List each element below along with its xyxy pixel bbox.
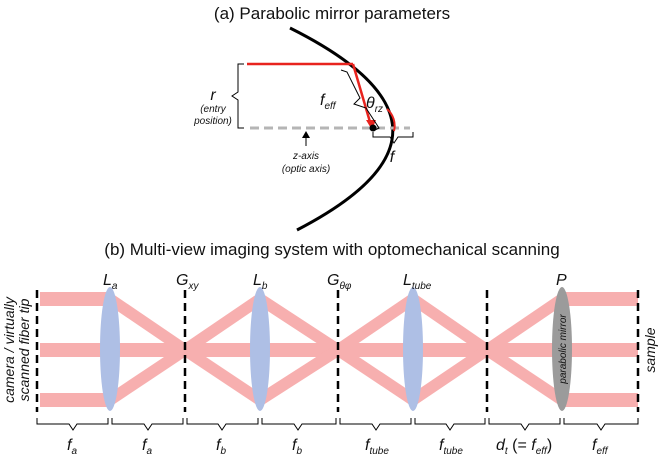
distance-label-dt: dt (= feff) xyxy=(496,437,552,457)
f-brace xyxy=(372,132,414,144)
lens-lb xyxy=(250,287,270,411)
distance-label-fa-1: fa xyxy=(67,437,77,457)
theta-label: θrz xyxy=(366,95,383,115)
feff-label: feff xyxy=(320,92,337,112)
panel-a-title: (a) Parabolic mirror parameters xyxy=(214,4,450,23)
zaxis-pointer-head xyxy=(302,131,310,138)
label-lb: Lb xyxy=(253,272,268,292)
distance-label-fa-2: fa xyxy=(142,437,152,457)
beam-group xyxy=(40,292,638,407)
theta-angle-arc xyxy=(386,108,396,132)
r-note-line2: position) xyxy=(193,116,232,127)
zaxis-label-line1: z-axis xyxy=(292,151,319,162)
distance-label-fb-2: fb xyxy=(292,437,302,457)
reflected-ray-arrowhead xyxy=(366,120,376,130)
r-note-line1: (entry xyxy=(200,104,227,115)
zaxis-label-line2: (optic axis) xyxy=(282,164,330,175)
label-gthetaphi: Gθφ xyxy=(327,272,352,292)
parabolic-mirror-element xyxy=(552,287,572,411)
panel-b: (b) Multi-view imaging system with optom… xyxy=(1,240,658,457)
label-la: La xyxy=(103,272,118,292)
distance-label-ftube-2: ftube xyxy=(439,437,463,457)
reflected-ray xyxy=(351,63,372,123)
lens-la xyxy=(100,287,120,411)
sample-label: sample xyxy=(642,327,658,372)
distance-label-ftube-1: ftube xyxy=(365,437,389,457)
feff-brace xyxy=(340,69,380,132)
plane-group xyxy=(35,290,640,412)
camera-label-line2: scanned fiber tip xyxy=(16,298,32,401)
label-ltube: Ltube xyxy=(403,272,432,292)
parabolic-mirror-label: parabolic mirror xyxy=(558,314,569,385)
f-label: f xyxy=(390,149,396,166)
panel-a: (a) Parabolic mirror parameters r (entry… xyxy=(193,4,450,232)
r-brace xyxy=(231,63,244,129)
r-label: r xyxy=(210,87,216,104)
distance-label-fb-1: fb xyxy=(216,437,226,457)
panel-b-title: (b) Multi-view imaging system with optom… xyxy=(104,240,559,259)
label-p: P xyxy=(556,272,567,289)
distance-braces xyxy=(36,418,639,431)
distance-label-feff: feff xyxy=(592,437,609,457)
camera-label-line1: camera / virtually xyxy=(1,296,17,403)
label-gxy: Gxy xyxy=(176,272,199,292)
lens-ltube xyxy=(403,287,423,411)
